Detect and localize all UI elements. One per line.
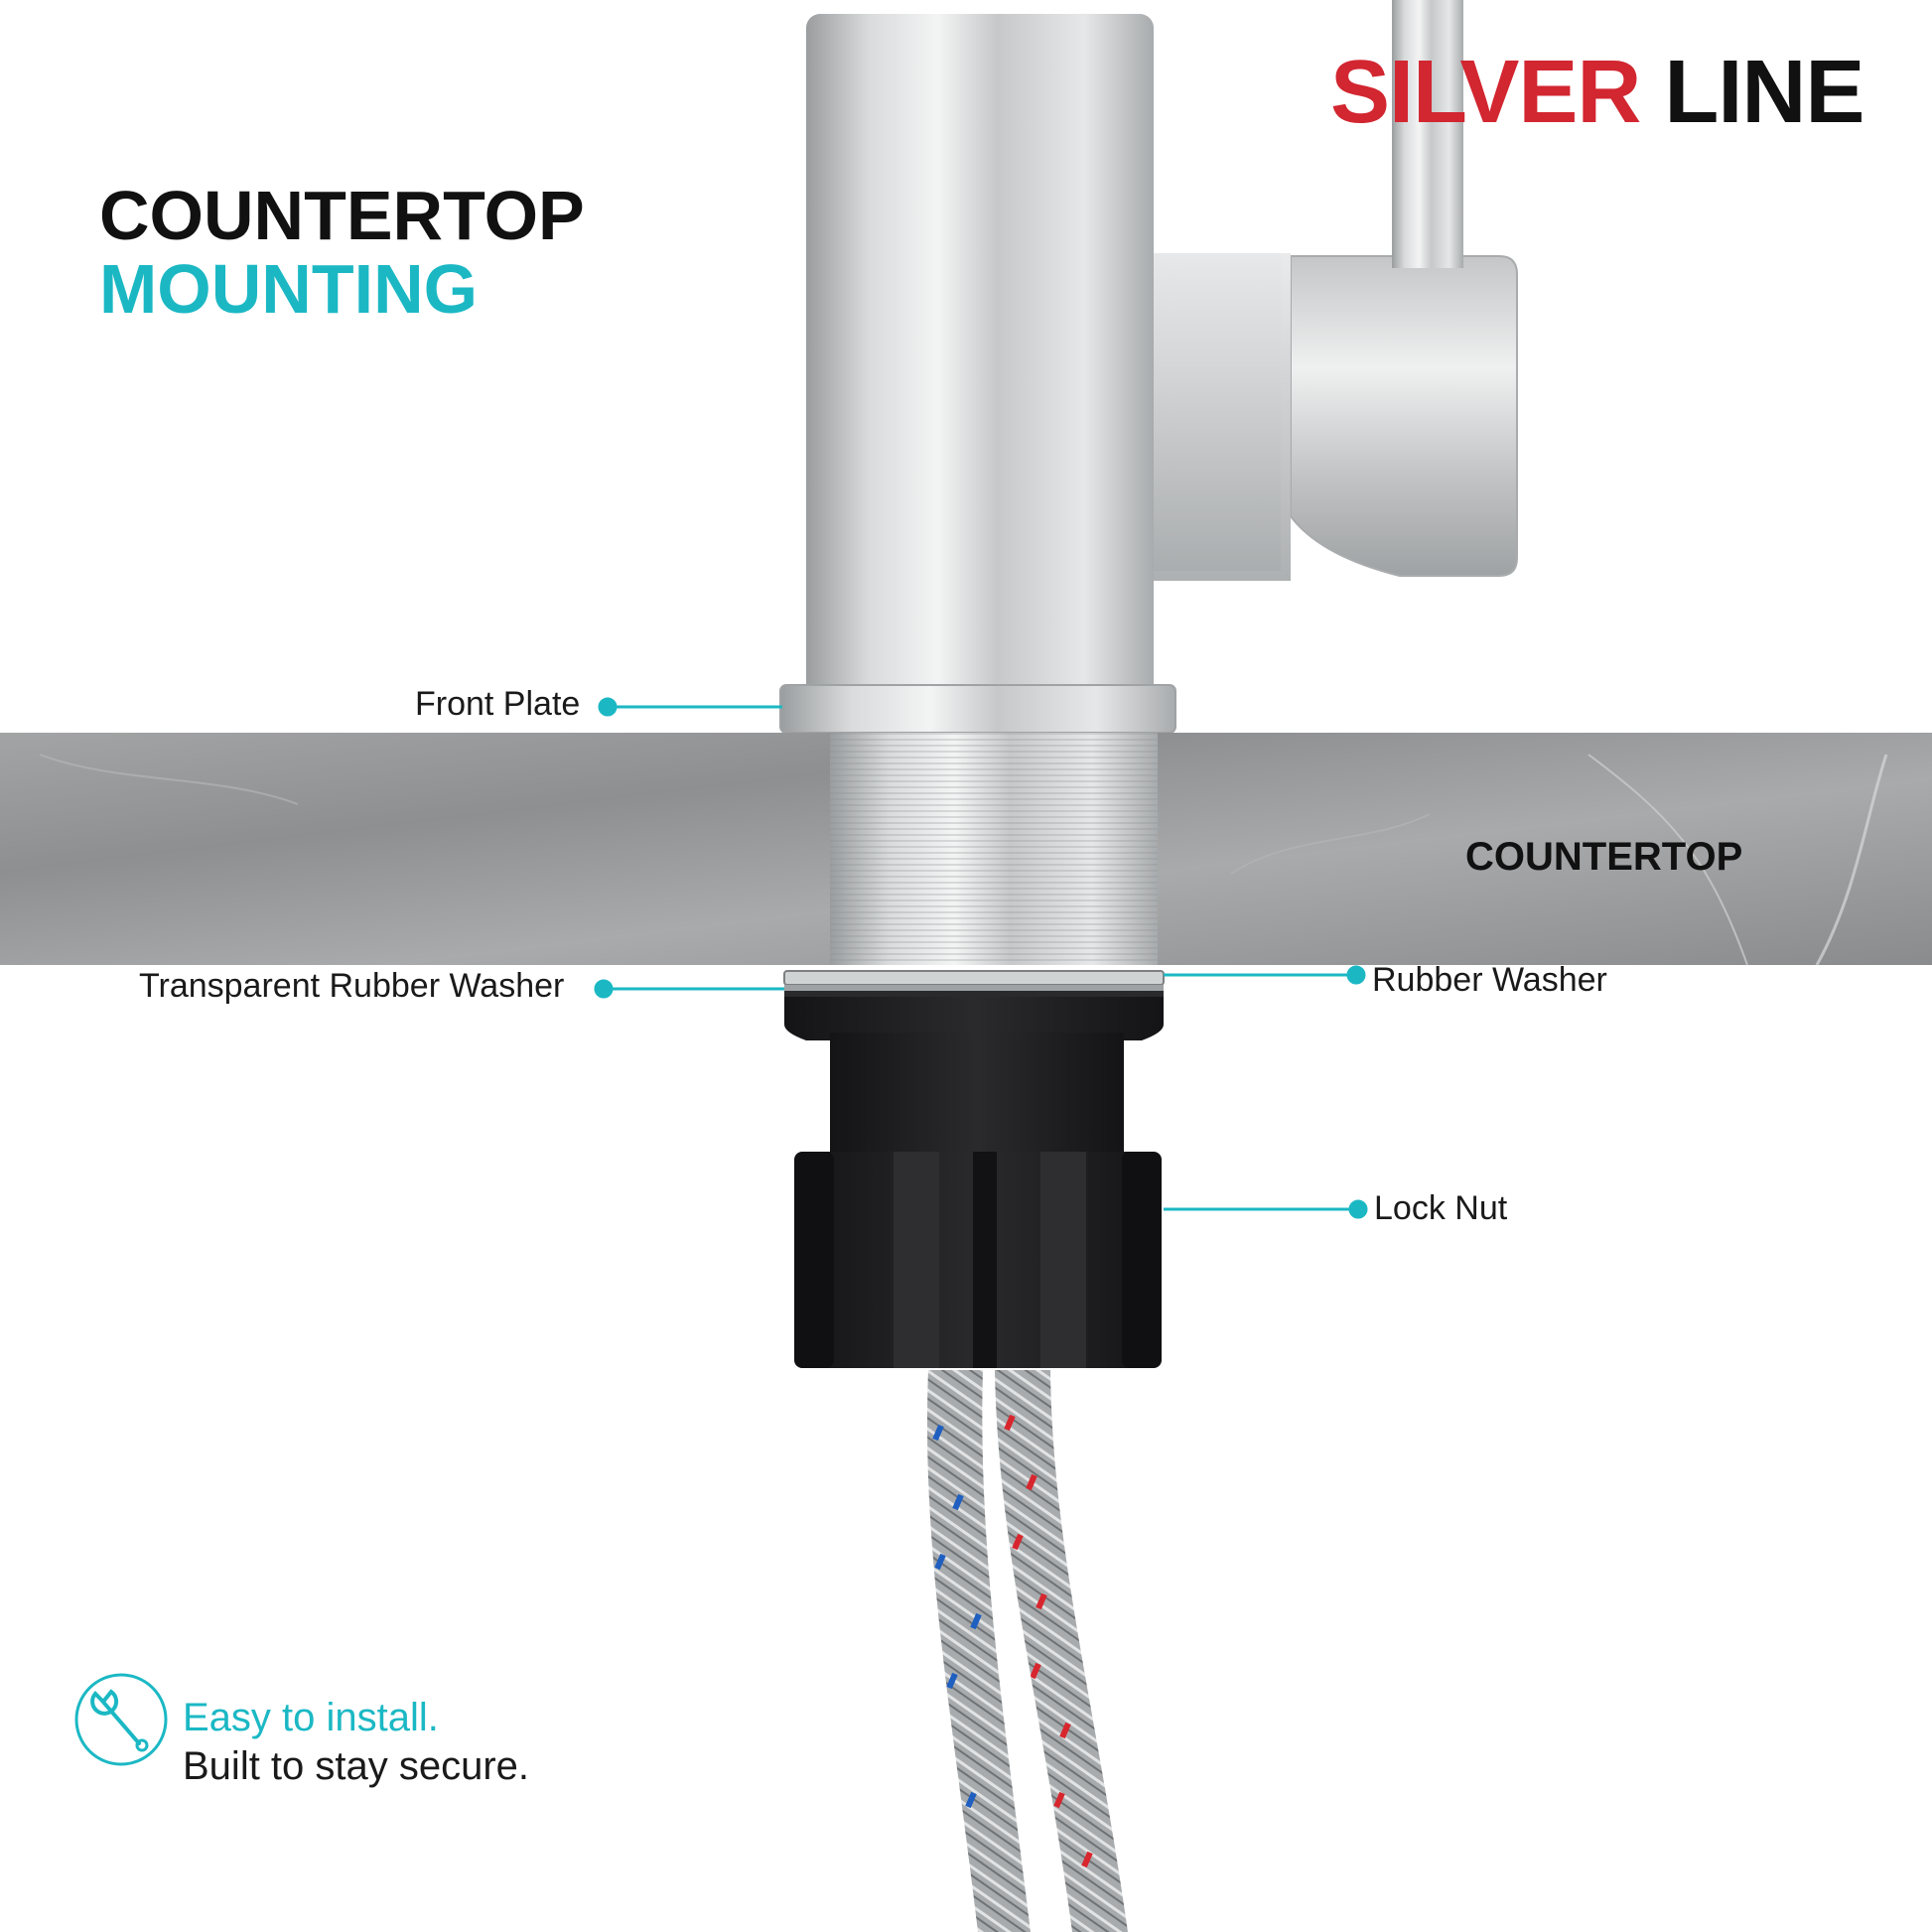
front-plate-dot-icon <box>598 697 618 717</box>
wrench-icon <box>74 1673 168 1766</box>
marble-vein <box>39 754 299 805</box>
marble-vein <box>1587 754 1748 966</box>
lock-nut-dot-icon <box>1348 1199 1368 1219</box>
callout-lines <box>594 697 1368 1219</box>
lock-nut-rib <box>1122 1152 1162 1368</box>
rubber-washer-dot-icon <box>1346 965 1366 985</box>
transparent-washer-dot-icon <box>594 979 614 999</box>
lock-nut-rib <box>794 1152 834 1368</box>
faucet-side-cap <box>1290 255 1518 577</box>
brand-logo-part1: SILVER <box>1330 43 1641 142</box>
marble-vein <box>1815 754 1888 966</box>
label-countertop: COUNTERTOP <box>1465 835 1743 879</box>
lock-nut-rib <box>973 1152 997 1368</box>
tagline-line1: Easy to install. <box>183 1696 439 1739</box>
label-transparent-rubber-washer: Transparent Rubber Washer <box>139 967 565 1005</box>
brand-logo-part2: LINE <box>1664 43 1864 142</box>
brand-logo: SILVER LINE <box>1330 48 1864 137</box>
transparent-rubber-washer <box>783 970 1165 986</box>
nut-neck <box>830 1033 1124 1162</box>
tagline-line2: Built to stay secure. <box>183 1744 530 1788</box>
nut-collar <box>784 997 1164 1040</box>
faucet-body <box>806 14 1154 699</box>
label-front-plate: Front Plate <box>415 685 581 723</box>
heading-line2: MOUNTING <box>99 250 479 328</box>
lock-nut-rib <box>894 1152 939 1368</box>
rubber-washer <box>784 991 1164 997</box>
marble-vein <box>1230 813 1431 875</box>
front-plate <box>779 684 1176 734</box>
faucet-spout <box>1392 0 1463 268</box>
label-lock-nut: Lock Nut <box>1374 1189 1508 1227</box>
label-rubber-washer: Rubber Washer <box>1372 961 1607 999</box>
heading-line1: COUNTERTOP <box>99 177 585 254</box>
lock-nut-rib <box>1040 1152 1086 1368</box>
shank-threads <box>830 733 1158 965</box>
transparent-rubber-washer-band <box>784 985 1164 991</box>
